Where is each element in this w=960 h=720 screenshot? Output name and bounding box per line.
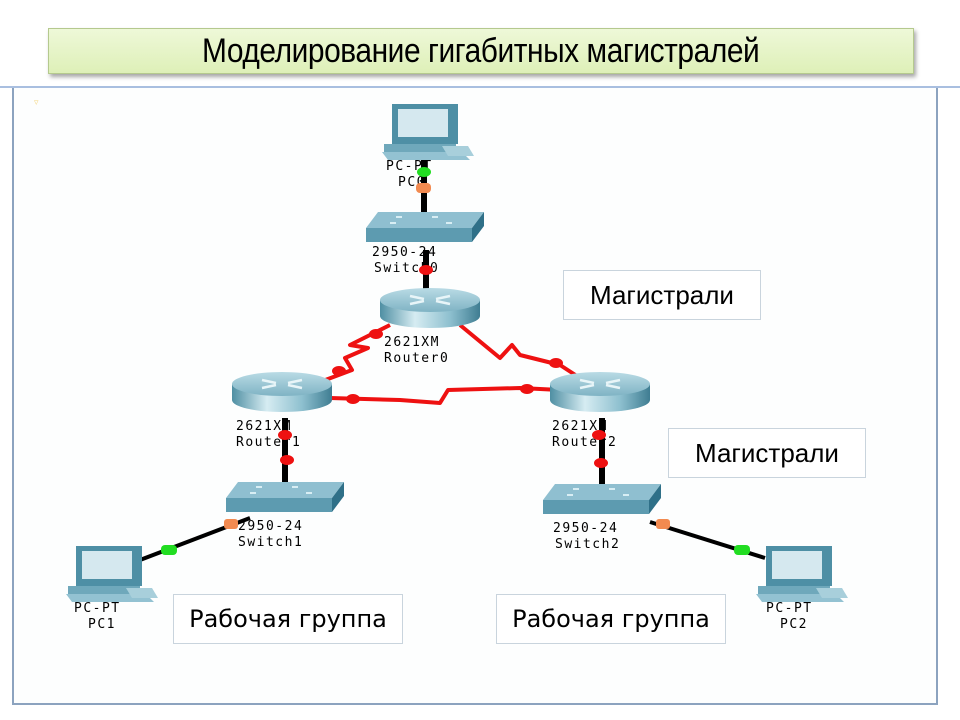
switch2-model-label: 2950-24	[553, 521, 618, 536]
backbone-label-right-text: Магистрали	[695, 437, 839, 468]
backbone-label-top: Магистрали	[563, 270, 761, 320]
switch2-name-label: Switch2	[555, 537, 620, 552]
switch1-icon	[226, 482, 344, 512]
router0-model-label: 2621XM	[384, 335, 440, 350]
router1-name-label: Router1	[236, 435, 301, 450]
light-down	[369, 329, 383, 339]
light-blocking	[224, 519, 238, 529]
light-down	[520, 384, 534, 394]
light-down	[594, 458, 608, 468]
light-up	[417, 167, 431, 177]
light-down	[592, 430, 606, 440]
pc2-model-label: PC-PT	[766, 601, 813, 616]
workgroup-label-right-text: Рабочая группа	[512, 605, 710, 633]
switch0-icon	[366, 212, 484, 242]
light-down	[280, 455, 294, 465]
switch1-model-label: 2950-24	[238, 519, 303, 534]
slide-title: Моделирование гигабитных магистралей	[202, 31, 760, 70]
workgroup-label-left-text: Рабочая группа	[189, 605, 387, 633]
light-blocking	[416, 183, 431, 193]
light-up	[161, 545, 177, 555]
light-down	[332, 366, 346, 376]
topology-canvas	[12, 88, 938, 705]
router1-icon	[230, 370, 334, 414]
switch1-name-label: Switch1	[238, 535, 303, 550]
link-lights	[161, 167, 750, 555]
router1-model-label: 2621XM	[236, 419, 292, 434]
pc1-icon	[66, 546, 158, 602]
router0-name-label: Router0	[384, 351, 449, 366]
workgroup-label-left: Рабочая группа	[173, 594, 403, 644]
light-blocking	[656, 519, 670, 529]
pc2-icon	[756, 546, 848, 602]
pc1-name-label: PC1	[88, 617, 116, 632]
slide-title-banner: Моделирование гигабитных магистралей	[48, 28, 914, 74]
router2-model-label: 2621XM	[552, 419, 608, 434]
router0-icon	[378, 286, 482, 330]
backbone-label-right: Магистрали	[668, 428, 866, 478]
switch2-icon	[543, 484, 661, 514]
switch0-model-label: 2950-24	[372, 245, 437, 260]
light-down	[346, 394, 360, 404]
pc2-name-label: PC2	[780, 617, 808, 632]
workgroup-label-right: Рабочая группа	[496, 594, 726, 644]
pc0-icon	[382, 104, 474, 160]
router2-icon	[548, 370, 652, 414]
divider	[0, 86, 960, 88]
pc1-model-label: PC-PT	[74, 601, 121, 616]
backbone-label-top-text: Магистрали	[590, 279, 734, 310]
router2-name-label: Router2	[552, 435, 617, 450]
light-down	[549, 358, 563, 368]
light-up	[734, 545, 750, 555]
light-down	[278, 430, 292, 440]
serial-router0-router2	[458, 323, 582, 380]
light-down	[419, 265, 433, 275]
corner-marker-icon: ▿	[34, 97, 39, 107]
